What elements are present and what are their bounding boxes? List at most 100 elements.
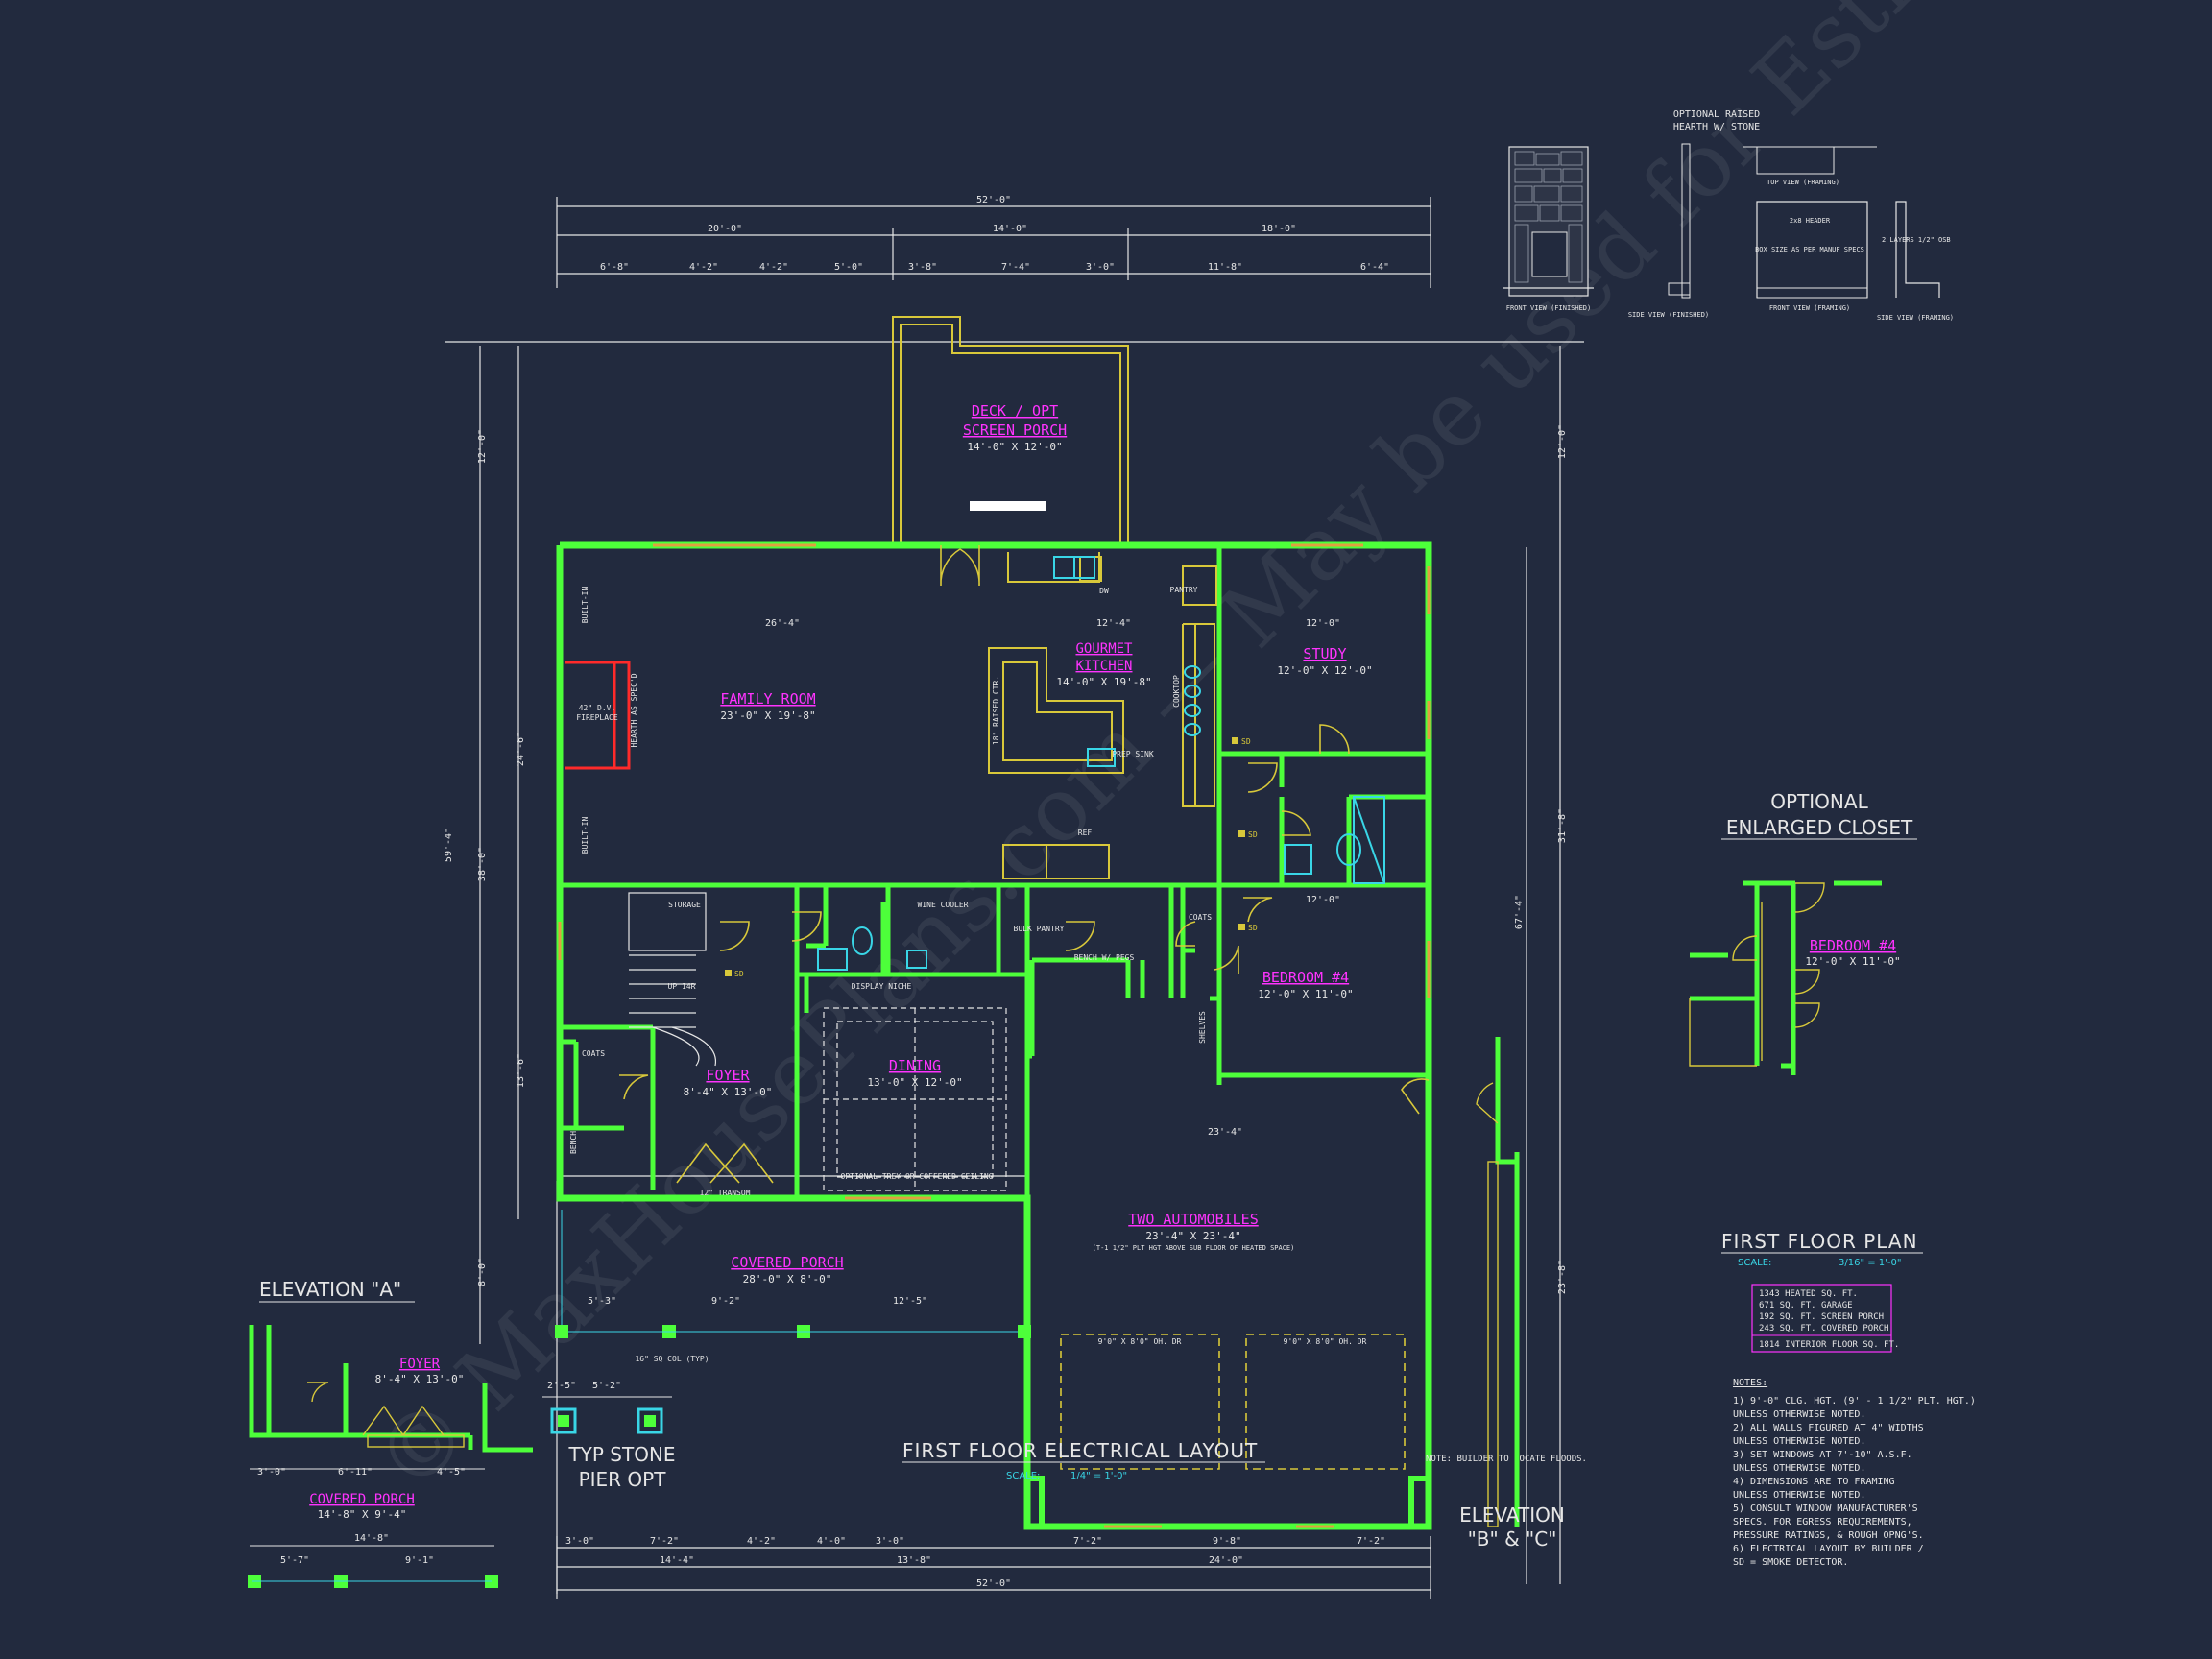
dim-small-9: 6'-4" [1360,262,1389,273]
label-bench-pegs: BENCH W/ PEGS [1074,953,1135,962]
drawing-titles: FIRST FLOOR ELECTRICAL LAYOUT SCALE: 1/4… [902,1230,1923,1481]
dim-bottom-m3: 24'-0" [1209,1555,1243,1566]
elevation-bc-title-2: "B" & "C" [1468,1527,1557,1551]
dim-right-2: 31'-8" [1557,808,1568,843]
dim-bottom-s6: 7'-2" [1073,1536,1102,1547]
study-dim: 12'-0" X 12'-0" [1277,664,1372,677]
label-garage-door-1: 9'0" X 8'0" OH. DR [1098,1337,1182,1346]
elevation-a-foyer-dim: 8'-4" X 13'-0" [375,1373,465,1385]
garage-note: (T-1 1/2" PLT HGT ABOVE SUB FLOOR OF HEA… [1093,1244,1295,1252]
elevation-a-porch-dim: 14'-8" X 9'-4" [318,1508,407,1521]
garage-front [1024,1476,1429,1528]
elevation-a-dim-1: 3'-0" [257,1467,286,1478]
smoke-detectors: SD SD SD SD [725,737,1258,978]
foyer-name: FOYER [706,1067,750,1084]
hearth-detail: OPTIONAL RAISED HEARTH W/ STONE FRONT VI… [1503,109,1954,322]
dim-bottom-m2: 13'-8" [897,1555,931,1566]
elevation-a-foyer-name: FOYER [399,1357,441,1372]
garage-dim: 23'-4" X 23'-4" [1145,1230,1240,1242]
kitchen-name-1: GOURMET [1075,641,1133,657]
dim-small-3: 4'-2" [759,262,788,273]
elevation-a-dim-4: 14'-8" [354,1533,389,1544]
electrical-scale-value: 1/4" = 1'-0" [1070,1471,1127,1481]
label-ceiling-note: OPTIONAL TREY OR COFFERED CEILING [841,1172,994,1181]
hearth-layers: 2 LAYERS 1/2" OSB [1882,236,1951,244]
label-pantry: PANTRY [1170,586,1198,594]
dim-left-1: 12'-0" [477,429,488,464]
kitchen-name-2: KITCHEN [1075,659,1132,674]
elevation-a-dim-2: 6'-11" [338,1467,373,1478]
hearth-side-finished: SIDE VIEW (FINISHED) [1628,311,1709,319]
dim-top-2: 14'-0" [993,224,1027,234]
dim-left-total-1: 59'-4" [444,828,454,862]
stone-pier-title-2: PIER OPT [579,1468,667,1491]
note-line-4: UNLESS OTHERWISE NOTED. [1733,1436,1865,1447]
general-notes: NOTES: 1) 9'-0" CLG. HGT. (9' - 1 1/2" P… [1733,1378,1976,1568]
elevation-a-dim-3: 4'-5" [437,1467,466,1478]
label-shelves: SHELVES [1198,1011,1207,1044]
kitchen-dim: 14'-0" X 19'-8" [1056,676,1151,688]
sd-label-4: SD [734,970,744,978]
dim-overall-top: 52'-0" [976,195,1011,205]
dim-bottom-s3: 4'-2" [747,1536,776,1547]
label-bench: BENCH [569,1131,578,1154]
label-garage-door-2: 9'0" X 8'0" OH. DR [1284,1337,1367,1346]
area-garage: 671 SQ. FT. GARAGE [1759,1301,1853,1310]
note-line-13: SD = SMOKE DETECTOR. [1733,1557,1848,1568]
window-marks [558,543,1431,1528]
foyer-dim: 8'-4" X 13'-0" [684,1086,773,1098]
area-screen-porch: 192 SQ. FT. SCREEN PORCH [1759,1312,1884,1322]
label-coats-1: COATS [1189,913,1212,922]
dining-ceiling-outline [823,1007,1007,1191]
label-ref: REF [1078,829,1093,837]
elevation-a-dim-5: 5'-7" [280,1555,309,1566]
elevation-a-dim-6: 9'-1" [405,1555,434,1566]
deck-dim: 14'-0" X 12'-0" [967,441,1062,453]
dim-right-total: 67'-4" [1514,895,1525,929]
dim-right-1: 12'-0" [1557,424,1568,459]
bedroom-name: BEDROOM #4 [1262,969,1349,986]
deck-outline [892,316,1129,545]
study-name: STUDY [1303,645,1346,662]
note-line-6: UNLESS OTHERWISE NOTED. [1733,1463,1865,1474]
stone-pier-title-1: TYP STONE [567,1443,675,1466]
builder-note: NOTE: BUILDER TO LOCATE FLOODS. [1426,1455,1587,1464]
dimension-lines [445,197,1584,1599]
area-heated: 1343 HEATED SQ. FT. [1759,1289,1858,1299]
closet-title-1: OPTIONAL [1770,790,1868,813]
dim-right-3: 23'-8" [1557,1260,1568,1294]
dim-bottom-m1: 14'-4" [660,1555,694,1566]
deck-name-2: SCREEN PORCH [963,421,1067,439]
bedroom-dim: 12'-0" X 11'-0" [1258,988,1353,1000]
note-line-12: 6) ELECTRICAL LAYOUT BY BUILDER / [1733,1544,1924,1554]
note-line-7: 4) DIMENSIONS ARE TO FRAMING [1733,1477,1895,1487]
fireplace [565,661,631,770]
note-line-11: PRESSURE RATINGS, & ROUGH OPNG'S. [1733,1530,1924,1541]
label-up: UP 14R [668,982,696,991]
dim-small-4: 5'-0" [834,262,863,273]
dim-small-5: 3'-8" [908,262,937,273]
garage-name: TWO AUTOMOBILES [1128,1211,1258,1228]
label-stone-col: 16" SQ COL (TYP) [635,1355,709,1363]
elevation-bc-title-1: ELEVATION [1459,1503,1565,1527]
label-coats-2: COATS [582,1049,605,1058]
note-line-1: 1) 9'-0" CLG. HGT. (9' - 1 1/2" PLT. HGT… [1733,1396,1976,1407]
plan-scale-label: SCALE: [1738,1258,1771,1268]
hearth-front-framing: FRONT VIEW (FRAMING) [1769,304,1850,312]
elevation-bc: ELEVATION "B" & "C" [1459,1037,1565,1551]
dim-porch-1: 5'-3" [588,1296,616,1307]
family-name: FAMILY ROOM [720,690,815,708]
dim-garage-width: 23'-4" [1208,1127,1242,1138]
hearth-header: 2x8 HEADER [1790,217,1831,225]
note-line-8: UNLESS OTHERWISE NOTED. [1733,1490,1865,1501]
label-hearth: HEARTH AS SPEC'D [630,673,638,747]
small-labels: PANTRY DW COOKTOP PREP SINK REF 42" D.V.… [569,586,1367,1363]
label-dw: DW [1099,587,1109,595]
hearth-side-framing: SIDE VIEW (FRAMING) [1877,314,1954,322]
electrical-scale-label: SCALE: [1006,1471,1040,1481]
dim-overall-bottom: 52'-0" [976,1578,1011,1589]
note-line-3: 2) ALL WALLS FIGURED AT 4" WIDTHS [1733,1423,1924,1433]
label-built-in-2: BUILT-IN [581,817,589,854]
dim-small-7: 3'-0" [1086,262,1115,273]
